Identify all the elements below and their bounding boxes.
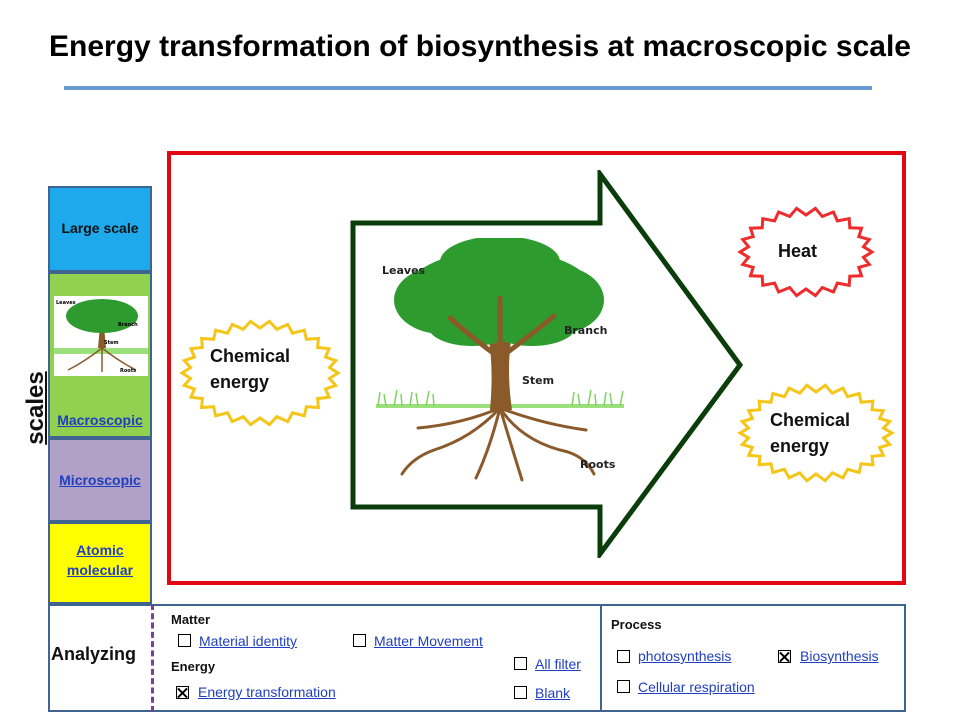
thumb-branch-label: Branch — [118, 322, 138, 328]
scale-large-label: Large scale — [61, 220, 139, 236]
tree-branch-label: Branch — [564, 324, 607, 337]
material-identity-link[interactable]: Material identity — [199, 633, 298, 649]
dashed-separator — [151, 604, 154, 712]
diagram-frame — [167, 151, 906, 585]
scale-atomic-molecular[interactable]: Atomic molecular — [48, 522, 152, 604]
input-energy-burst — [179, 319, 341, 427]
tree-stem-label: Stem — [522, 374, 554, 387]
tree-illustration: Leaves Branch Stem Roots — [376, 238, 624, 482]
scale-large[interactable]: Large scale — [48, 186, 152, 272]
tree-roots-label: Roots — [580, 458, 616, 471]
energy-transformation-link[interactable]: Energy transformation — [198, 684, 336, 700]
thumb-stem-label: Stem — [104, 340, 119, 346]
material-identity-checkbox[interactable] — [178, 634, 191, 647]
tree-leaves-label: Leaves — [382, 264, 426, 277]
energy-heading: Energy — [171, 659, 216, 674]
panel-divider — [600, 604, 602, 712]
scale-atomic-label[interactable]: Atomic molecular — [66, 542, 134, 578]
heat-label: Heat — [778, 241, 818, 261]
all-filter-checkbox[interactable] — [514, 657, 527, 670]
output-energy-burst — [736, 383, 896, 483]
thumb-leaves-label: Leaves — [56, 300, 76, 306]
output-chemical-energy-label: Chemical energy — [770, 410, 851, 456]
heat-burst — [737, 206, 875, 298]
input-chemical-energy-label: Chemical energy — [210, 346, 291, 392]
matter-heading: Matter — [171, 612, 211, 627]
blank-checkbox[interactable] — [514, 686, 527, 699]
title-underline — [64, 86, 872, 90]
cellular-respiration-link[interactable]: Cellular respiration — [638, 679, 755, 695]
scale-macroscopic[interactable]: Leaves Branch Stem Roots Macroscopic — [48, 272, 152, 438]
all-filter-link[interactable]: All filter — [535, 656, 581, 672]
analyzing-label: Analyzing — [51, 644, 137, 664]
tree-thumbnail: Leaves Branch Stem Roots — [54, 296, 148, 376]
page-title: Energy transformation of biosynthesis at… — [49, 30, 911, 63]
process-heading: Process — [611, 617, 662, 632]
thumb-roots-label: Roots — [120, 368, 136, 374]
energy-transformation-checkbox[interactable] — [176, 686, 189, 699]
cellular-respiration-checkbox[interactable] — [617, 680, 630, 693]
blank-link[interactable]: Blank — [535, 685, 571, 701]
biosynthesis-checkbox[interactable] — [778, 650, 791, 663]
scale-microscopic-label[interactable]: Microscopic — [59, 472, 141, 488]
analyzing-panel — [48, 604, 906, 712]
matter-movement-checkbox[interactable] — [353, 634, 366, 647]
matter-movement-link[interactable]: Matter Movement — [374, 633, 483, 649]
biosynthesis-link[interactable]: Biosynthesis — [800, 648, 879, 664]
scale-macroscopic-label[interactable]: Macroscopic — [57, 412, 143, 428]
photosynthesis-checkbox[interactable] — [617, 650, 630, 663]
photosynthesis-link[interactable]: photosynthesis — [638, 648, 732, 664]
scale-microscopic[interactable]: Microscopic — [48, 438, 152, 522]
